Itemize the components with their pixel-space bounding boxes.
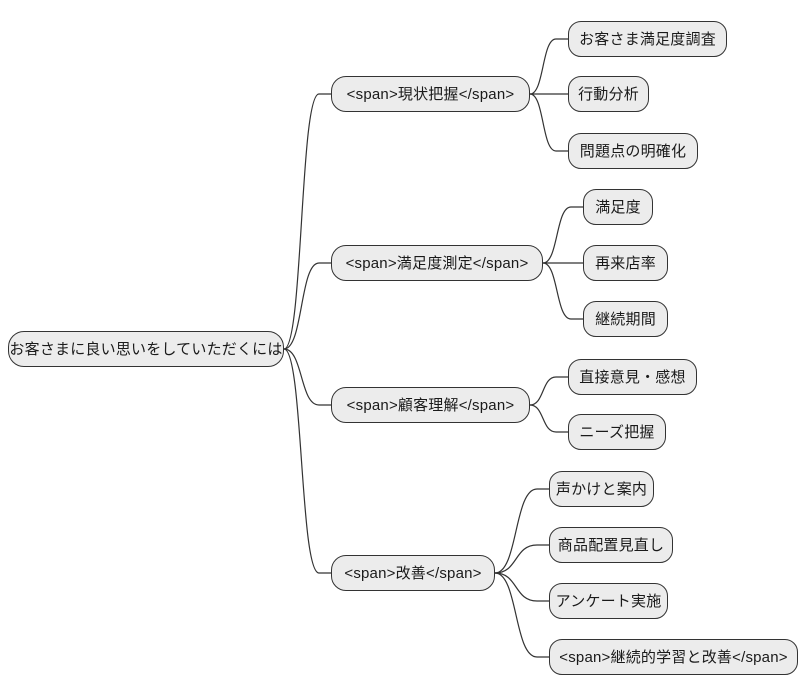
edge-改善-to-アンケート実施: [494, 572, 549, 602]
leaf-node-満足度[interactable]: 満足度: [583, 189, 653, 225]
edge-現状把握-to-お客さま満足度調査: [529, 38, 568, 95]
edge-改善-to-声かけと案内: [494, 488, 549, 574]
leaf-node-お客さま満足度調査[interactable]: お客さま満足度調査: [568, 21, 727, 57]
branch-node-満足度測定[interactable]: <span>満足度測定</span>: [331, 245, 543, 281]
branch-node-現状把握[interactable]: <span>現状把握</span>: [331, 76, 530, 112]
leaf-node-商品配置見直し[interactable]: 商品配置見直し: [549, 527, 673, 563]
edge-満足度測定-to-満足度: [542, 206, 583, 264]
edge-root-to-満足度測定: [283, 262, 331, 350]
leaf-node-ニーズ把握[interactable]: ニーズ把握: [568, 414, 666, 450]
edge-root-to-現状把握: [283, 93, 331, 350]
edge-満足度測定-to-継続期間: [542, 262, 583, 320]
leaf-node-問題点の明確化[interactable]: 問題点の明確化: [568, 133, 698, 169]
edge-改善-to-商品配置見直し: [494, 544, 549, 574]
edge-顧客理解-to-ニーズ把握: [529, 404, 568, 433]
edge-改善-to-継続的学習と改善: [494, 572, 549, 658]
leaf-node-直接意見・感想[interactable]: 直接意見・感想: [568, 359, 697, 395]
branch-node-改善[interactable]: <span>改善</span>: [331, 555, 495, 591]
edge-顧客理解-to-直接意見・感想: [529, 376, 568, 406]
leaf-node-行動分析[interactable]: 行動分析: [568, 76, 649, 112]
edge-root-to-改善: [283, 348, 331, 574]
leaf-node-継続的学習と改善[interactable]: <span>継続的学習と改善</span>: [549, 639, 798, 675]
leaf-node-アンケート実施[interactable]: アンケート実施: [549, 583, 668, 619]
leaf-node-継続期間[interactable]: 継続期間: [583, 301, 668, 337]
root-node[interactable]: お客さまに良い思いをしていただくには: [8, 331, 284, 367]
leaf-node-声かけと案内[interactable]: 声かけと案内: [549, 471, 654, 507]
branch-node-顧客理解[interactable]: <span>顧客理解</span>: [331, 387, 530, 423]
edge-現状把握-to-問題点の明確化: [529, 93, 568, 152]
edge-root-to-顧客理解: [283, 348, 331, 406]
leaf-node-再来店率[interactable]: 再来店率: [583, 245, 668, 281]
